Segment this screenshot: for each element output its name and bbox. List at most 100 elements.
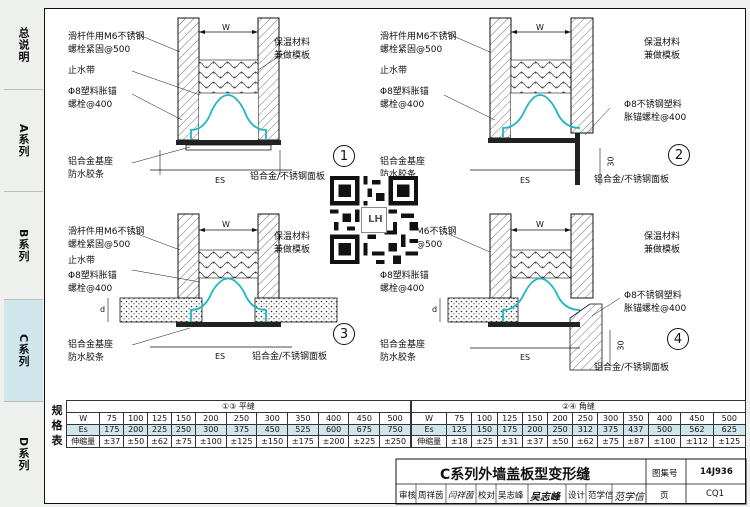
d3-depth: d — [100, 305, 106, 314]
d1-label-seal: 防水胶条 — [68, 170, 105, 180]
flat-table-cell: 350 — [287, 412, 319, 425]
flat-table-cell: ±125 — [225, 435, 258, 448]
flat-heading: ①③ 平缝 — [66, 400, 411, 413]
flat-table-cell: ±225 — [348, 435, 381, 448]
d1-label-panel: 铝合金/不锈钢面板 — [250, 172, 326, 182]
d2-label-bolt-spacing: 螺栓紧固@500 — [380, 45, 443, 55]
d3-label-bolt: 滑杆件用M6不锈钢 — [68, 227, 145, 237]
flat-table-cell: 600 — [317, 423, 350, 436]
flat-table-cell: 375 — [225, 423, 258, 436]
corner-table-cell: ±31 — [496, 435, 523, 448]
flat-table-cell: 675 — [348, 423, 381, 436]
d4-label-insulation: 保温材料 — [644, 232, 681, 242]
flat-table-cell: ±75 — [171, 435, 196, 448]
flat-table-cell: 300 — [194, 423, 227, 436]
d1-span: ES — [215, 176, 226, 185]
detail-1-drawing — [131, 17, 292, 175]
corner-table-cell: ±125 — [712, 435, 747, 448]
flat-row-label: Es — [65, 423, 101, 436]
checker-name: 吴志峰 — [498, 491, 524, 501]
d4-span: ES — [520, 353, 531, 362]
detail-1-marker: 1 — [333, 145, 355, 167]
d3-span: ES — [215, 352, 226, 361]
reviewer-signature: 闫祥茵 — [448, 491, 474, 501]
flat-table-cell: 225 — [147, 423, 173, 436]
drawing-title: C系列外墙盖板型变形缝 — [440, 467, 591, 483]
d2-label-waterstop: 止水带 — [380, 66, 408, 76]
corner-table-cell: 500 — [712, 412, 747, 425]
sidebar-item-label: A系列 — [17, 123, 30, 158]
flat-table-cell: 75 — [99, 412, 125, 425]
corner-table-cell: 625 — [712, 423, 747, 436]
d2-label-formwork: 兼做模板 — [644, 51, 681, 61]
flat-table-cell: 125 — [147, 412, 173, 425]
detail-2-marker: 2 — [668, 144, 690, 166]
d4-label-base: 铝合金基座 — [380, 340, 426, 350]
corner-table-cell: 250 — [572, 412, 599, 425]
d1-label-formwork: 兼做模板 — [274, 51, 311, 61]
corner-table-cell: 175 — [496, 423, 523, 436]
corner-table-cell: 250 — [547, 423, 574, 436]
d2-label-anchor: Φ8塑料胀锚 — [380, 87, 429, 97]
d3-label-seal: 防水胶条 — [68, 353, 105, 363]
page-label: 页 — [660, 491, 669, 501]
flat-table-cell: 525 — [287, 423, 319, 436]
d2-label-bolt: 滑杆件用M6不锈钢 — [380, 32, 457, 42]
atlas-number: 14J936 — [700, 467, 733, 477]
d3-label-formwork: 兼做模板 — [274, 245, 311, 255]
corner-table-cell: ±100 — [647, 435, 682, 448]
d4-label-anchor-spacing: 螺栓@400 — [380, 284, 425, 294]
corner-table-cell: ±112 — [680, 435, 714, 448]
d3-label-panel: 铝合金/不锈钢面板 — [252, 352, 328, 362]
flat-row-label: W — [65, 412, 101, 425]
flat-table-cell: 175 — [99, 423, 125, 436]
flat-table-cell: ±100 — [194, 435, 227, 448]
flat-table-cell: ±250 — [379, 435, 411, 448]
page-number: CQ1 — [706, 489, 725, 499]
checker-signature: 吴志峰 — [530, 492, 560, 503]
d1-label-anchor: Φ8塑料胀锚 — [68, 87, 117, 97]
qr-center-mark: LH — [368, 214, 383, 225]
d1-label-base: 铝合金基座 — [68, 157, 114, 167]
flat-table-cell: 750 — [379, 423, 411, 436]
d1-label-anchor-spacing: 螺栓@400 — [68, 100, 113, 110]
d4-label-ss-anchor: Φ8不锈钢塑料 — [624, 291, 682, 301]
corner-table-cell: ±25 — [471, 435, 498, 448]
d4-label-anchor: Φ8塑料胀锚 — [380, 271, 429, 281]
sidebar-item-general[interactable]: 总说明 — [4, 0, 43, 90]
corner-table-cell: 200 — [547, 412, 574, 425]
corner-table-cell: 312 — [572, 423, 599, 436]
sidebar-item-series-b[interactable]: B系列 — [4, 192, 43, 300]
sidebar-item-series-a[interactable]: A系列 — [4, 90, 43, 192]
qr-code: LH — [330, 176, 418, 264]
sidebar-item-series-d[interactable]: D系列 — [4, 402, 43, 507]
d1-label-bolt: 滑杆件用M6不锈钢 — [68, 32, 145, 42]
d2-label-seal: 防水胶条 — [380, 170, 417, 180]
d2-dim-30: 30 — [606, 156, 616, 167]
corner-table-cell: 375 — [597, 423, 624, 436]
corner-table-cell: 437 — [622, 423, 649, 436]
corner-table-cell: 400 — [647, 412, 682, 425]
check-label: 校对 — [478, 491, 496, 501]
designer-signature: 范学信 — [614, 492, 644, 503]
flat-table-cell: 500 — [379, 412, 411, 425]
d3-label-waterstop: 止水带 — [68, 256, 96, 266]
flat-table-cell: 450 — [348, 412, 381, 425]
d3-width: W — [222, 220, 230, 229]
sidebar-item-series-c[interactable]: C系列 — [4, 300, 43, 402]
corner-table-cell: 150 — [471, 423, 498, 436]
d2-label-base: 铝合金基座 — [380, 157, 426, 167]
sidebar-item-label: B系列 — [17, 228, 30, 263]
corner-table-cell: 125 — [496, 412, 523, 425]
detail-4-drawing — [439, 213, 621, 371]
sidebar-item-label: 总说明 — [17, 26, 30, 63]
corner-table-cell: 562 — [680, 423, 714, 436]
corner-table-cell: 200 — [521, 423, 549, 436]
d2-label-ss-anchor: Φ8不锈钢塑料 — [624, 100, 682, 110]
d4-label-formwork: 兼做模板 — [644, 245, 681, 255]
corner-table-cell: ±87 — [622, 435, 649, 448]
flat-table-cell: 100 — [123, 412, 149, 425]
d1-width: W — [222, 23, 230, 32]
